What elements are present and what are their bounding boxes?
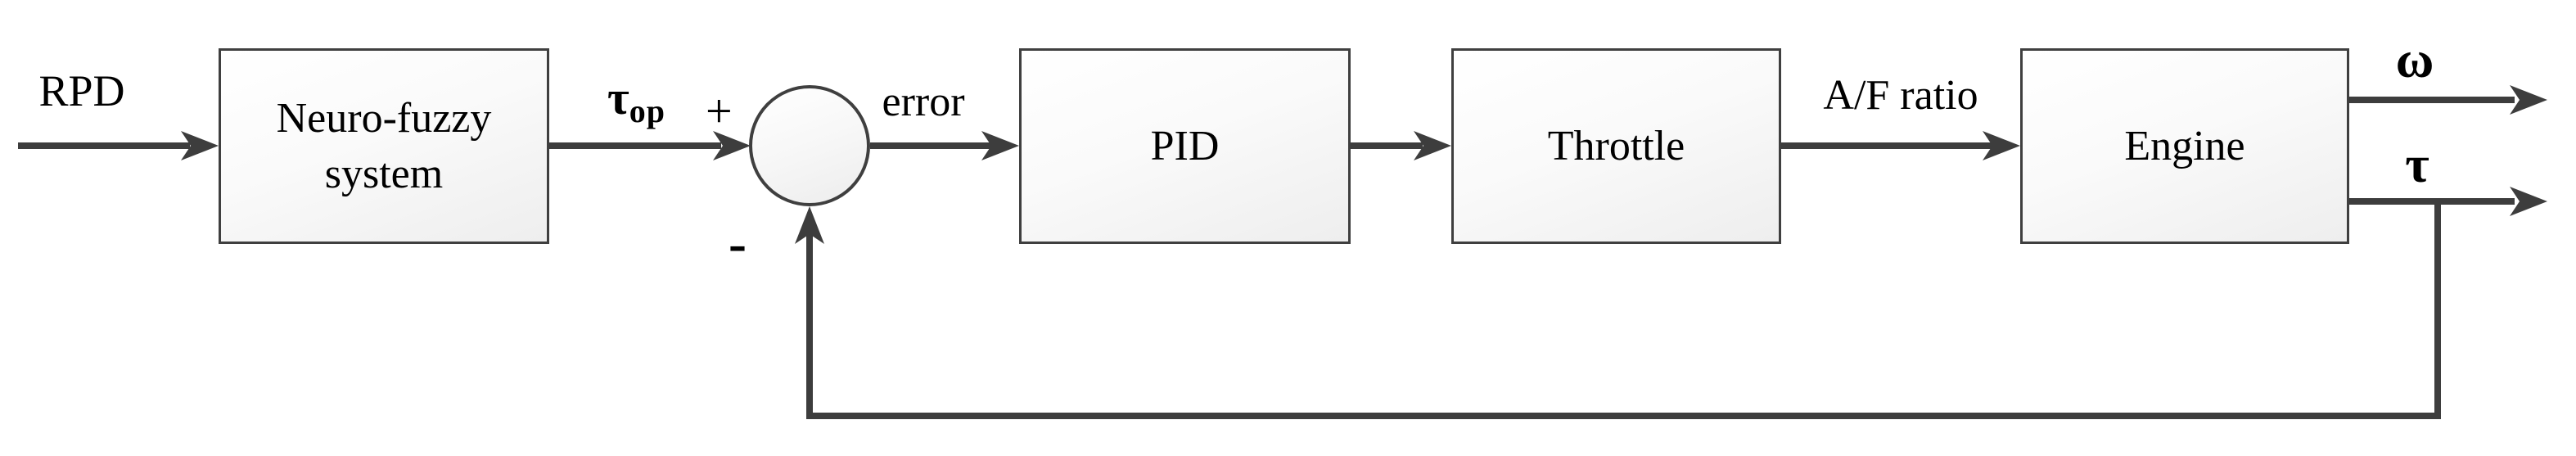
block-label: PID (1150, 122, 1220, 169)
connector-neurofuzzy-to-sum (549, 142, 721, 149)
arrowhead-right-icon (2510, 186, 2547, 217)
connector-omega-output (2349, 97, 2515, 103)
signal-label-tau-op: τop (607, 72, 665, 129)
arrowhead-right-icon (713, 130, 751, 161)
feedback-left-vertical (806, 233, 813, 419)
arrowhead-right-icon (181, 130, 219, 161)
arrowhead-up-icon (794, 206, 825, 244)
connector-pid-to-throttle (1351, 142, 1423, 149)
signal-label-omega: ω (2395, 30, 2434, 88)
arrowhead-right-icon (981, 130, 1019, 161)
arrowhead-right-icon (1983, 130, 2020, 161)
connector-tau-output (2349, 198, 2515, 205)
arrowhead-right-icon (2510, 84, 2547, 115)
signal-label-af-ratio: A/F ratio (1823, 72, 1978, 119)
block-label: Neuro-fuzzy (276, 94, 492, 142)
arrowhead-right-icon (1414, 130, 1451, 161)
tau-op-subscript: op (629, 93, 665, 129)
block-label: system (324, 150, 444, 197)
block-label: Engine (2124, 122, 2245, 169)
block-throttle: Throttle (1451, 48, 1785, 248)
feedback-bottom-horizontal (806, 413, 2441, 419)
summing-junction (749, 85, 872, 210)
minus-sign: - (729, 214, 747, 273)
tau-symbol: τ (607, 71, 629, 124)
connector-sum-to-pid (870, 142, 991, 149)
signal-label-rpd: RPD (38, 66, 125, 115)
connector-input-line (18, 142, 190, 149)
block-pid: PID (1019, 48, 1355, 248)
block-engine: Engine (2020, 48, 2353, 248)
plus-sign: + (706, 84, 733, 138)
block-label: Throttle (1547, 122, 1685, 169)
signal-label-error: error (882, 79, 965, 125)
connector-throttle-to-engine (1781, 142, 1992, 149)
signal-label-tau: τ (2405, 135, 2429, 193)
feedback-right-vertical (2434, 201, 2441, 419)
block-neuro-fuzzy-system: Neuro-fuzzy system (219, 48, 553, 248)
